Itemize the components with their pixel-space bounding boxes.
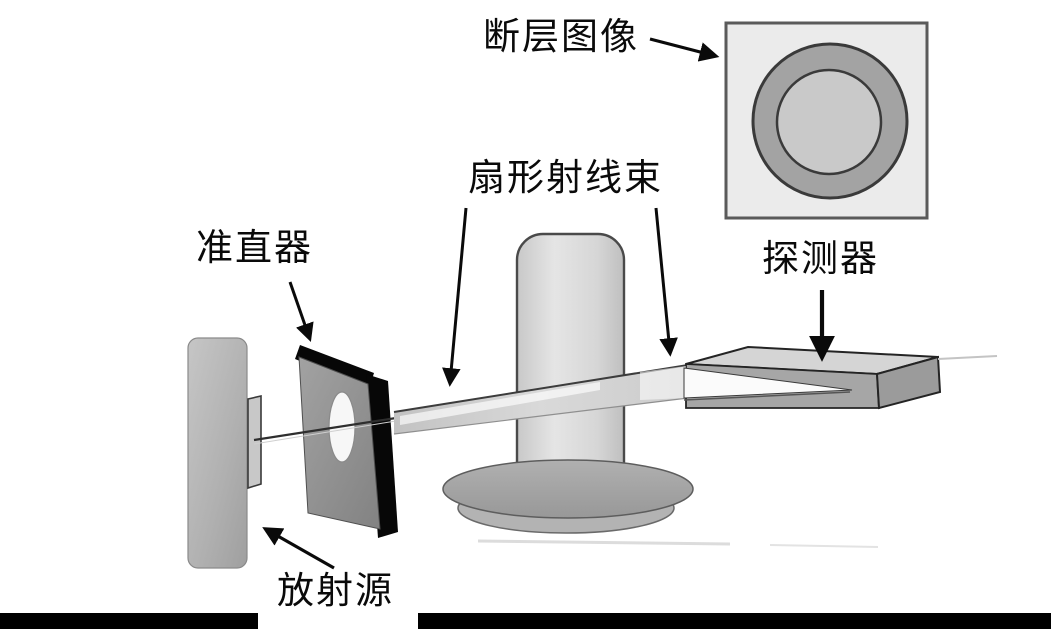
label-tomographic-image: 断层图像 (483, 17, 639, 58)
detector-end-face (875, 355, 942, 410)
beam-glow (640, 366, 686, 400)
detector-shadow (937, 355, 998, 360)
arrow-fan-beam-right (654, 207, 678, 357)
patient-cylinder (515, 232, 626, 494)
rotating-turntable (442, 459, 694, 534)
tomographic-image-panel (724, 21, 929, 220)
label-radiation-source: 放射源 (277, 571, 394, 612)
detector-box (640, 345, 998, 410)
radiation-source-slab (187, 337, 248, 569)
label-fan-beam: 扇形射线束 (468, 158, 663, 199)
label-detector: 探测器 (762, 239, 879, 280)
slot-lower-edge (683, 391, 851, 401)
source-bracket (247, 394, 262, 490)
bottom-bar-right (418, 613, 1051, 629)
inner-disc (775, 68, 883, 176)
arrow-fan-beam-left (442, 207, 468, 387)
source-label-box (258, 570, 418, 629)
arrow-radiation-source (262, 527, 335, 570)
collimator-right-edge (366, 374, 398, 538)
annotation-arrows (262, 37, 836, 570)
detector-beam-slot (683, 367, 853, 399)
pencil-beam-line (253, 416, 397, 445)
arrow-tomographic-image (649, 37, 720, 62)
turntable-shadow (477, 539, 731, 546)
floor-shadow (769, 544, 879, 548)
collimator-plate (295, 345, 398, 538)
arrow-collimator (288, 281, 314, 343)
fan-beam (393, 364, 689, 435)
collimator-top-edge (295, 345, 374, 389)
turntable-top (442, 459, 694, 519)
bottom-bar-left (0, 613, 258, 629)
label-collimator: 准直器 (196, 228, 313, 269)
